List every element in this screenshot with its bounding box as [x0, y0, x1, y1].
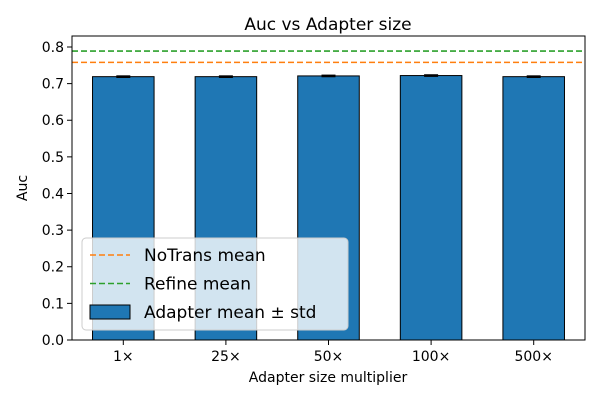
y-tick-label: 0.5	[42, 150, 64, 166]
bar	[502, 76, 565, 341]
x-tick-label: 500×	[514, 349, 552, 365]
legend-label: Refine mean	[144, 275, 251, 295]
y-tick-label: 0.8	[42, 40, 64, 56]
legend-box	[81, 237, 349, 331]
error-bars	[116, 74, 541, 78]
x-tick-label: 25×	[211, 349, 241, 365]
y-axis-label: Auc	[15, 175, 31, 201]
x-tick-label: 50×	[314, 349, 344, 365]
y-tick-label: 0.6	[42, 113, 64, 129]
x-axis: 1× 25× 50× 100× 500×	[113, 340, 553, 365]
x-tick-label: 100×	[412, 349, 450, 365]
legend-label: Adapter mean ± std	[144, 303, 316, 323]
x-tick-label: 1×	[113, 349, 134, 365]
bar	[399, 75, 463, 341]
chart-title: Auc vs Adapter size	[244, 15, 411, 35]
y-tick-label: 0.3	[42, 223, 64, 239]
y-tick-label: 0.4	[42, 186, 64, 202]
x-axis-label: Adapter size multiplier	[249, 370, 408, 386]
y-axis: 0.0 0.1 0.2 0.3 0.4 0.5 0.6 0.7 0.8	[42, 40, 72, 349]
y-tick-label: 0.1	[42, 296, 64, 312]
reference-lines	[72, 50, 585, 64]
y-tick-label: 0.7	[42, 77, 64, 93]
y-tick-label: 0.2	[42, 260, 64, 276]
legend-swatch	[89, 304, 131, 320]
y-tick-label: 0.0	[42, 333, 64, 349]
legend-label: NoTrans mean	[144, 246, 266, 266]
